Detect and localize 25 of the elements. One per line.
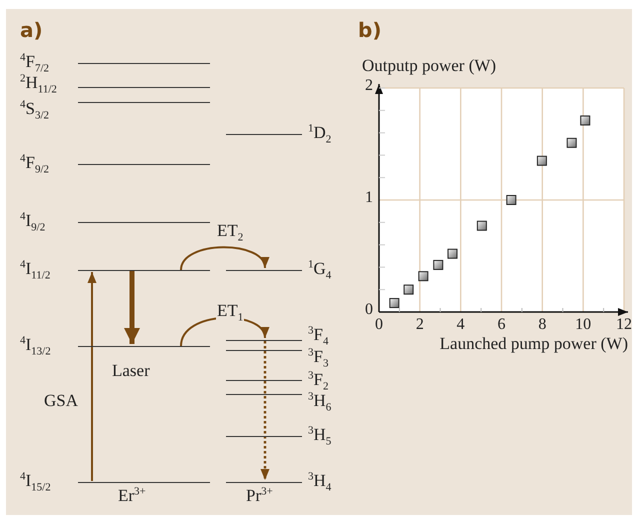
arrow [180, 246, 267, 270]
axis-title: Outputp power (W) [362, 58, 496, 73]
tick-label: 12 [615, 317, 633, 333]
arrow [88, 272, 96, 481]
level-label: $^{3}$F$_{2}$ [308, 372, 328, 387]
arrow [260, 341, 270, 480]
level-label: $^{3}$F$_{4}$ [308, 327, 328, 342]
tick-label: 1 [364, 190, 373, 206]
tick-label: 8 [537, 317, 548, 333]
tick-label: 6 [496, 317, 506, 333]
arrow [124, 271, 140, 344]
level-label: $^{1}$G$_{4}$ [308, 261, 332, 276]
tick-label: 0 [374, 317, 384, 333]
level-label: $^{1}$D$_{2}$ [308, 125, 332, 140]
tick-label: 0 [364, 302, 373, 318]
tick-label: 10 [574, 317, 592, 333]
panel-letter: b) [358, 18, 382, 42]
ion-label: Pr$^{3+}$ [246, 488, 273, 503]
axis-title: Launched pump power (W) [438, 336, 628, 351]
tick-label: 4 [456, 317, 466, 333]
tick-label: 2 [414, 317, 425, 333]
level-label: $^{3}$H$_{4}$ [308, 473, 332, 488]
panel-letter: a) [20, 18, 43, 42]
tick-label: 2 [364, 78, 373, 94]
ion-label: Er$^{3+}$ [118, 488, 146, 503]
